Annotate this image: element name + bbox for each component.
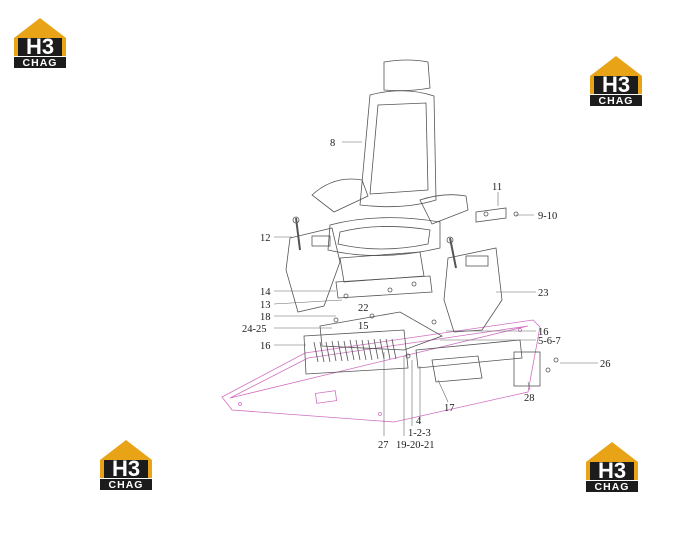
house-logo-icon: H3 CHAG xyxy=(14,18,66,68)
callout-4: 4 xyxy=(416,416,422,427)
seat-drawing xyxy=(221,59,559,423)
callout-24-25: 24-25 xyxy=(242,324,267,335)
callout-27: 27 xyxy=(378,440,389,451)
house-logo-icon: H3 CHAG xyxy=(590,56,642,106)
floor-plate xyxy=(221,319,541,423)
logo-word-text: CHAG xyxy=(23,57,58,68)
house-logo-icon: H3 CHAG xyxy=(586,442,638,492)
brand-logo-top-left: H3 CHAG xyxy=(12,16,68,68)
bolts xyxy=(333,211,559,373)
callout-9-10: 9-10 xyxy=(538,211,557,222)
callout-26: 26 xyxy=(600,359,611,370)
logo-mark-text: H3 xyxy=(602,72,630,97)
callout-1-2-3: 1-2-3 xyxy=(408,428,431,439)
callout-8: 8 xyxy=(330,138,335,149)
callout-28: 28 xyxy=(524,393,535,404)
vent-slots xyxy=(313,338,397,363)
callout-5-6-7: 5-6-7 xyxy=(538,336,561,347)
callout-23: 23 xyxy=(538,288,549,299)
brand-logo-top-right: H3 CHAG xyxy=(588,54,644,106)
logo-word-text: CHAG xyxy=(109,479,144,490)
logo-mark-text: H3 xyxy=(26,34,54,59)
callout-16-right: 16 xyxy=(538,327,549,338)
logo-mark-text: H3 xyxy=(112,456,140,481)
logo-word-text: CHAG xyxy=(599,95,634,106)
callout-19-20-21: 19-20-21 xyxy=(396,440,435,451)
callout-18: 18 xyxy=(260,312,271,323)
callout-labels: 8 11 9-10 12 23 14 13 22 18 15 24-25 16 … xyxy=(242,138,611,451)
callout-11: 11 xyxy=(492,182,502,193)
callout-13: 13 xyxy=(260,300,271,311)
leader-lines xyxy=(273,141,598,436)
callout-14: 14 xyxy=(260,287,271,298)
logo-mark-text: H3 xyxy=(598,458,626,483)
callout-22: 22 xyxy=(358,303,369,314)
brand-logo-bottom-right: H3 CHAG xyxy=(584,440,640,492)
house-logo-icon: H3 CHAG xyxy=(100,440,152,490)
callout-16-left: 16 xyxy=(260,341,271,352)
callout-12: 12 xyxy=(260,233,271,244)
callout-15: 15 xyxy=(358,321,369,332)
logo-word-text: CHAG xyxy=(595,481,630,492)
brand-logo-bottom-left: H3 CHAG xyxy=(98,438,154,490)
callout-17: 17 xyxy=(444,403,455,414)
